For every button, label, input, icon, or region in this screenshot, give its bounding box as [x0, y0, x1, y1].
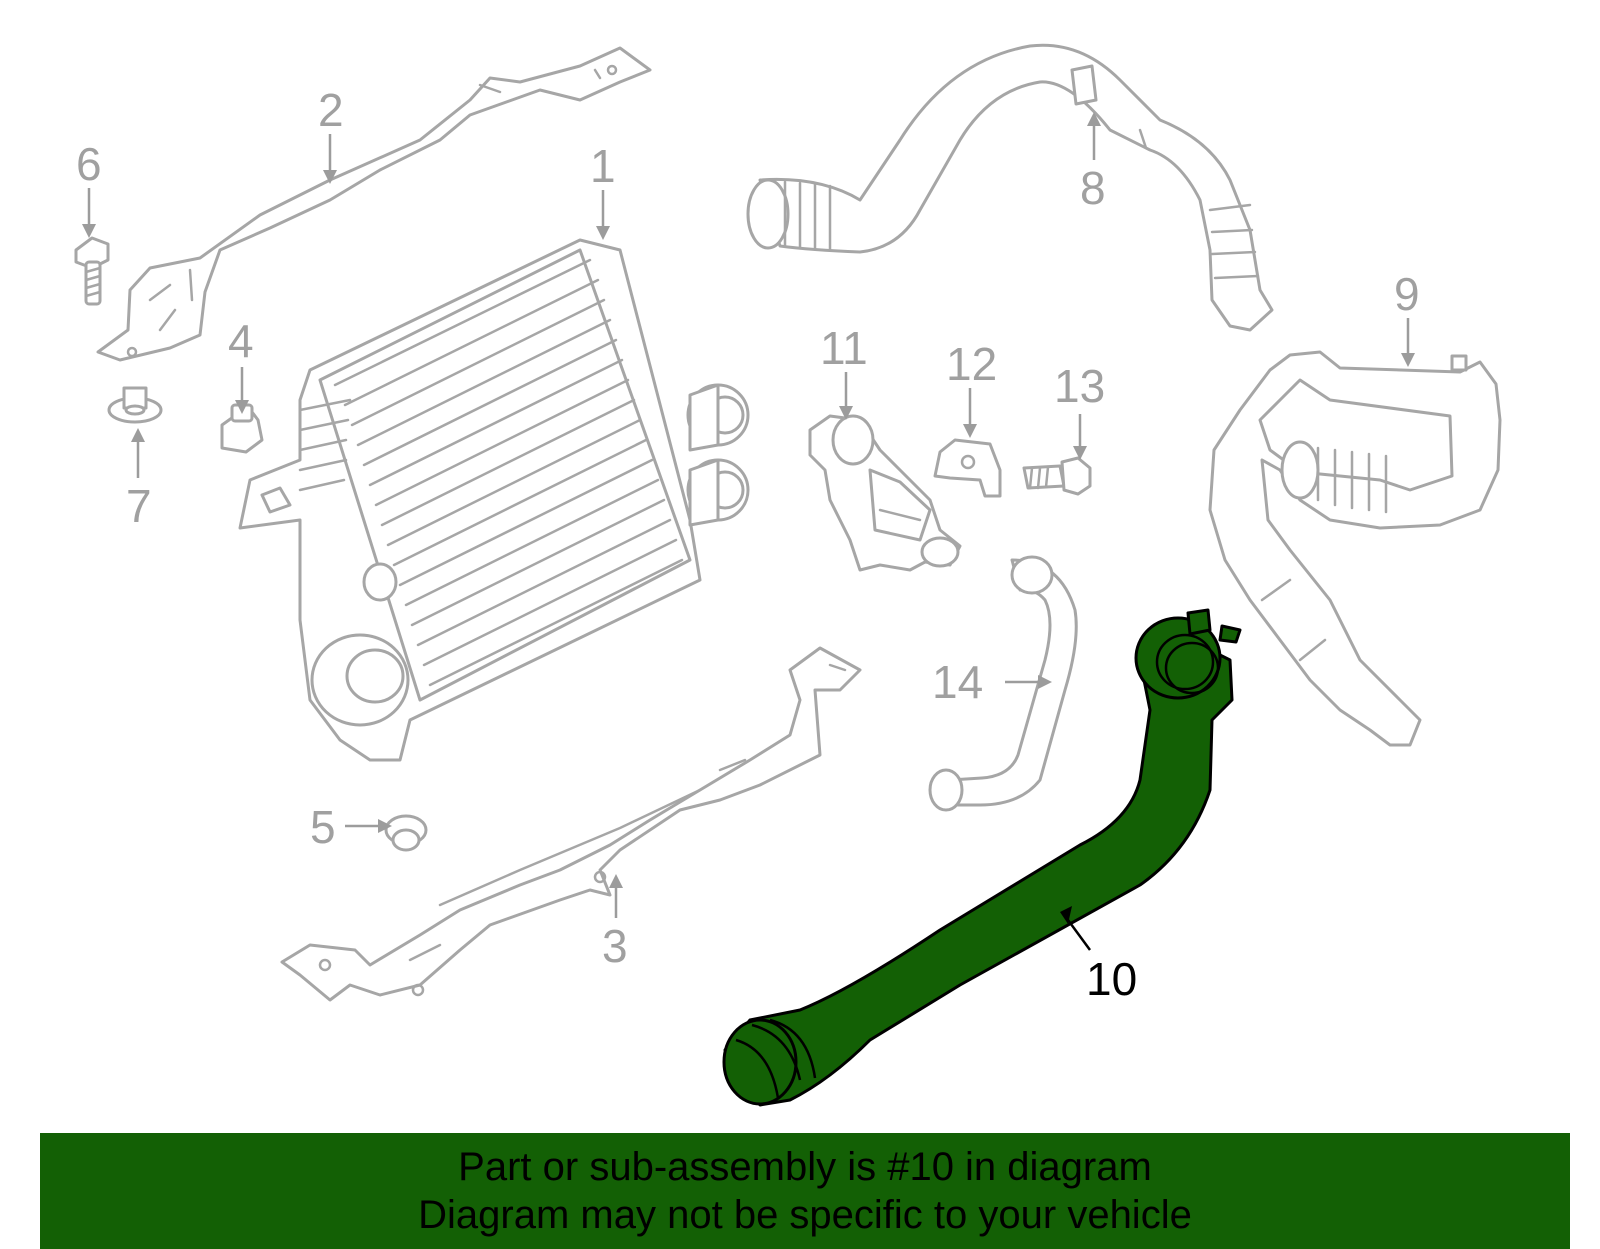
leader-arrowheads [82, 112, 1415, 924]
part-7-clip [107, 386, 163, 424]
callout-13: 13 [1054, 360, 1105, 412]
info-banner: Part or sub-assembly is #10 in diagram D… [40, 1133, 1570, 1249]
callout-12: 12 [946, 338, 997, 390]
leader-lines [87, 124, 1410, 951]
part-1-intercooler [238, 238, 750, 762]
callout-14: 14 [932, 656, 983, 708]
callout-9: 9 [1394, 268, 1420, 320]
part-14-tube [928, 555, 1078, 812]
callout-3: 3 [602, 920, 628, 972]
callout-10: 10 [1086, 953, 1137, 1005]
callout-7: 7 [126, 480, 152, 532]
banner-line-1: Part or sub-assembly is #10 in diagram [458, 1145, 1152, 1189]
part-12-bracket [933, 438, 1002, 498]
part-13-bolt [1022, 456, 1092, 496]
part-3-lower-bracket [280, 646, 862, 1002]
part-10-highlighted-hose [722, 608, 1242, 1107]
part-9-right-hose [1208, 350, 1502, 747]
callout-1: 1 [590, 140, 616, 192]
part-2-upper-bracket [96, 46, 652, 362]
callout-11: 11 [820, 322, 868, 374]
part-4-clip [220, 403, 264, 454]
part-6-bolt [74, 236, 110, 306]
part-5-grommet [384, 814, 428, 852]
callout-6: 6 [76, 138, 102, 190]
part-8-upper-hose [746, 43, 1274, 332]
callout-8: 8 [1080, 162, 1106, 214]
part-11-sensor [808, 414, 962, 572]
banner-line-2: Diagram may not be specific to your vehi… [418, 1193, 1192, 1237]
leader-10 [1066, 919, 1092, 951]
callout-2: 2 [318, 84, 344, 136]
callout-labels: 1 2 3 4 5 6 7 8 9 10 11 12 13 14 [76, 84, 1420, 1005]
callout-5: 5 [310, 801, 336, 853]
callout-4: 4 [228, 315, 254, 367]
